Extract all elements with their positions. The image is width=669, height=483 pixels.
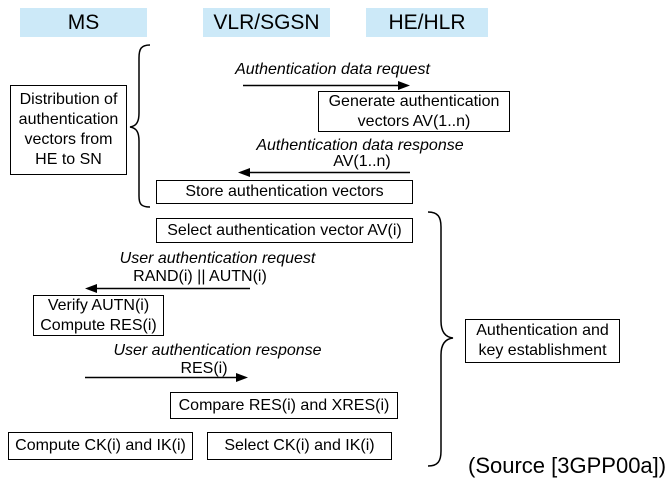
- entity-he-hlr: HE/HLR: [366, 8, 488, 37]
- compare-res-box: Compare RES(i) and XRES(i): [170, 392, 398, 419]
- select-vector-box-text: Select authentication vector AV(i): [167, 221, 402, 239]
- user-auth-response-param: RES(i): [180, 360, 228, 377]
- entity-vlr-sgsn: VLR/SGSN: [203, 8, 330, 37]
- user-auth-request-param: RAND(i) || AUTN(i): [133, 268, 267, 285]
- compare-res-box-text: Compare RES(i) and XRES(i): [178, 396, 390, 414]
- verify-autn-box-text: Verify AUTN(i)Compute RES(i): [40, 296, 157, 334]
- user-auth-request-label: User authentication request: [119, 250, 316, 267]
- verify-autn-box: Verify AUTN(i)Compute RES(i): [33, 295, 164, 336]
- select-ck-ik-box: Select CK(i) and IK(i): [207, 432, 392, 460]
- left-brace: [129, 44, 151, 208]
- user-auth-request-arrow: [85, 284, 250, 293]
- select-vector-box: Select authentication vector AV(i): [156, 218, 413, 243]
- auth-data-request-arrow: [243, 81, 410, 90]
- auth-data-request-label: Authentication data request: [235, 61, 430, 78]
- store-vectors-box: Store authentication vectors: [156, 180, 413, 204]
- compute-ck-ik-box-text: Compute CK(i) and IK(i): [15, 437, 186, 454]
- auth-data-response-label: Authentication data response: [256, 137, 464, 154]
- right-brace: [427, 211, 454, 467]
- entity-ms: MS: [20, 8, 147, 37]
- store-vectors-box-text: Store authentication vectors: [185, 183, 384, 200]
- source-citation: (Source [3GPP00a]): [468, 453, 667, 478]
- auth-data-response-param: AV(1..n): [333, 153, 391, 170]
- select-ck-ik-box-text: Select CK(i) and IK(i): [224, 437, 375, 454]
- compute-ck-ik-box: Compute CK(i) and IK(i): [8, 432, 193, 460]
- user-auth-response-label: User authentication response: [113, 342, 322, 359]
